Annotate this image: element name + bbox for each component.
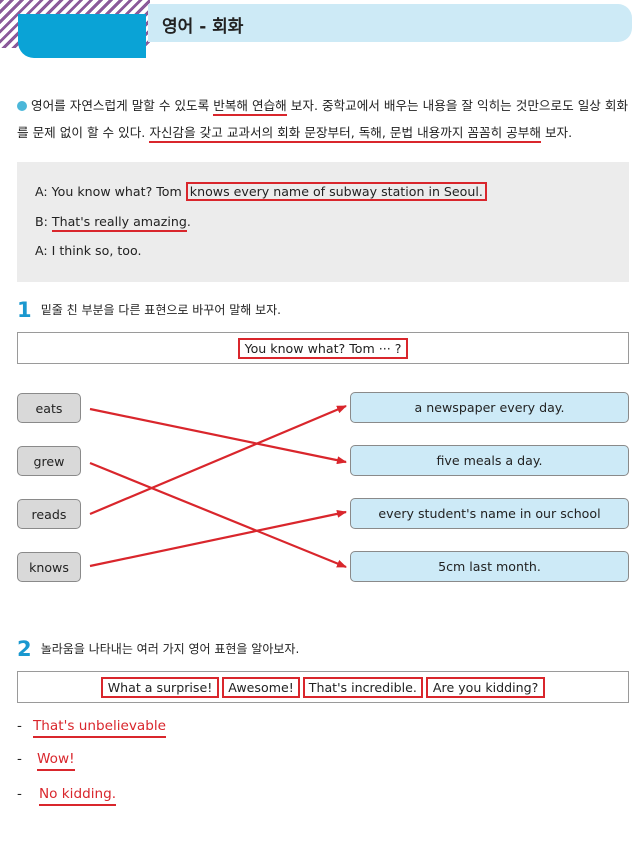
match-right-5cm[interactable]: 5cm last month. xyxy=(350,551,629,582)
answer-2: -Wow! xyxy=(17,751,75,771)
question-2-text: 놀라움을 나타내는 여러 가지 영어 표현을 알아보자. xyxy=(40,642,300,656)
option-what-a-surprise: What a surprise! xyxy=(100,676,220,698)
match-arrow-1 xyxy=(89,407,347,465)
match-arrow-3 xyxy=(89,404,347,516)
match-left-eats[interactable]: eats xyxy=(17,393,81,423)
dialogue-line-a1: A: You know what? Tom knows every name o… xyxy=(35,182,487,201)
option-thats-incredible: That's incredible. xyxy=(302,676,423,698)
dialogue-a1-boxed: knows every name of subway station in Se… xyxy=(185,182,487,201)
match-left-knows[interactable]: knows xyxy=(17,552,81,582)
dialogue-a1-prefix: A: You know what? Tom xyxy=(35,184,186,199)
bullet-dot-icon xyxy=(17,101,27,111)
option-are-you-kidding: Are you kidding? xyxy=(425,676,546,698)
match-right-meals[interactable]: five meals a day. xyxy=(350,445,629,476)
answer-3-text: No kidding. xyxy=(39,786,117,806)
answer-1-text: That's unbelievable xyxy=(33,718,167,738)
question-1-box: You know what? Tom ··· ? xyxy=(17,332,629,364)
answer-1: -That's unbelievable xyxy=(17,718,167,738)
question-1-text: 밑줄 친 부분을 다른 표현으로 바꾸어 말해 보자. xyxy=(40,303,281,317)
intro-text-2: 보자. 중학교에서 배우는 내용을 잘 익히는 것만으로도 일상 회화를 문제 … xyxy=(17,98,629,140)
dialogue-line-b: B: That's really amazing. xyxy=(35,214,191,232)
dialogue-box xyxy=(17,162,629,282)
question-1-boxed-phrase: You know what? Tom ··· ? xyxy=(237,337,409,359)
header-title-band xyxy=(148,4,632,42)
question-2-box: What a surprise! Awesome! That's incredi… xyxy=(17,671,629,703)
question-1-heading: 1 밑줄 친 부분을 다른 표현으로 바꾸어 말해 보자. xyxy=(17,298,281,322)
match-left-reads[interactable]: reads xyxy=(17,499,81,529)
dialogue-b-prefix: B: xyxy=(35,214,52,229)
header-accent-tab xyxy=(18,14,146,58)
question-2-heading: 2 놀라움을 나타내는 여러 가지 영어 표현을 알아보자. xyxy=(17,637,299,661)
match-arrow-2 xyxy=(89,461,347,569)
intro-paragraph: 영어를 자연스럽게 말할 수 있도록 반복해 연습해 보자. 중학교에서 배우는… xyxy=(17,92,629,146)
question-2-number: 2 xyxy=(17,637,32,661)
option-awesome: Awesome! xyxy=(222,676,300,698)
dialogue-line-a2: A: I think so, too. xyxy=(35,243,142,258)
intro-text-1: 영어를 자연스럽게 말할 수 있도록 xyxy=(31,98,214,113)
answer-dash: - xyxy=(17,786,22,802)
intro-underlined-2: 자신감을 갖고 교과서의 회화 문장부터, 독해, 문법 내용까지 꼼꼼히 공부… xyxy=(149,125,541,143)
question-1-number: 1 xyxy=(17,298,32,322)
match-right-newspaper[interactable]: a newspaper every day. xyxy=(350,392,629,423)
dialogue-b-underlined: That's really amazing xyxy=(51,214,187,232)
page-title: 영어 - 회화 xyxy=(162,17,244,37)
dialogue-b-suffix: . xyxy=(186,214,191,229)
answer-dash: - xyxy=(17,718,22,734)
match-arrow-4 xyxy=(89,509,347,568)
answer-3: - No kidding. xyxy=(17,786,117,806)
intro-text-3: 보자. xyxy=(540,125,573,140)
match-right-student-name[interactable]: every student's name in our school xyxy=(350,498,629,529)
answer-dash: - xyxy=(17,751,22,767)
match-left-grew[interactable]: grew xyxy=(17,446,81,476)
intro-underlined-1: 반복해 연습해 xyxy=(213,98,287,116)
answer-2-text: Wow! xyxy=(37,751,75,771)
